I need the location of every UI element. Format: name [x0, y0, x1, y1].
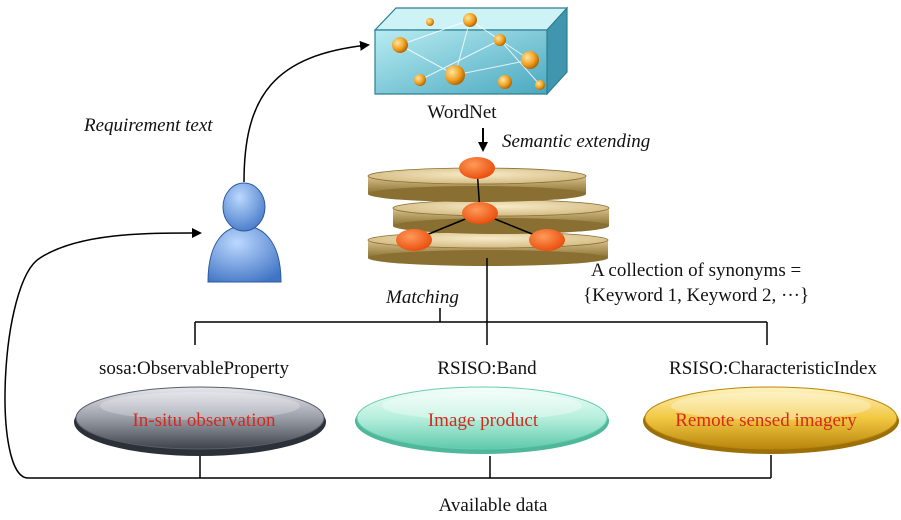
data-label-image-product: Image product — [428, 410, 539, 431]
matching-label: Matching — [385, 287, 459, 308]
in-situ-observation-ellipse — [74, 386, 326, 456]
available-data-connector — [28, 455, 772, 479]
matching-tree — [194, 258, 768, 345]
synonym-node-left — [396, 229, 432, 251]
semantic-extending-label: Semantic extending — [502, 131, 650, 152]
data-label-remote-sensed-imagery: Remote sensed imagery — [675, 410, 857, 431]
category-type-label-band: RSISO:Band — [437, 358, 537, 379]
user-icon — [207, 182, 282, 283]
category-type-label-observable-property: sosa:ObservableProperty — [99, 358, 289, 379]
synonym-node-middle — [462, 202, 498, 224]
category-type-label-characteristic-index: RSISO:CharacteristicIndex — [669, 358, 877, 379]
synonym-disc-stack — [367, 157, 610, 266]
synonyms-label-line2: {Keyword 1, Keyword 2, ···} — [583, 285, 809, 306]
synonym-node-top — [459, 157, 495, 179]
data-label-in-situ-observation: In-situ observation — [132, 410, 276, 431]
requirement-text-label: Requirement text — [83, 115, 213, 136]
requirement-arrow — [243, 40, 370, 183]
image-product-ellipse — [355, 386, 609, 454]
synonym-node-right — [529, 229, 565, 251]
available-data-label: Available data — [439, 495, 548, 516]
synonyms-label-line1: A collection of synonyms = — [591, 260, 801, 281]
disc-middle — [392, 199, 610, 234]
disc-top — [367, 167, 587, 202]
remote-sensed-imagery-ellipse — [643, 386, 899, 454]
wordnet-label: WordNet — [427, 102, 497, 123]
feedback-arrow — [4, 227, 202, 479]
wordnet-cube-icon — [373, 6, 569, 96]
